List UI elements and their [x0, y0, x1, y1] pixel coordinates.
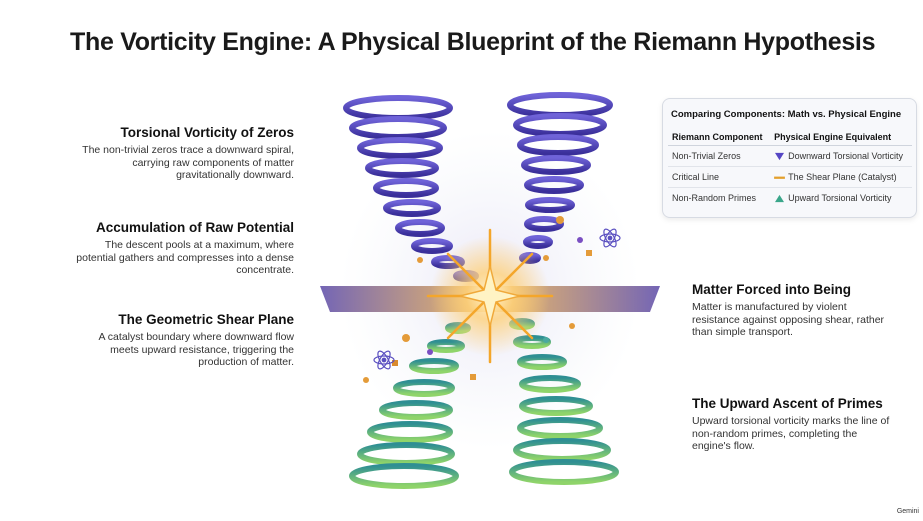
section-body: The descent pools at a maximum, where po… [76, 239, 294, 276]
downward-vortex-right [507, 92, 613, 264]
section-heading: Accumulation of Raw Potential [95, 220, 294, 235]
comparison-table-card: Comparing Components: Math vs. Physical … [662, 98, 917, 218]
column-header: Riemann Component [668, 129, 771, 146]
comparison-table: Riemann Component Physical Engine Equiva… [668, 129, 912, 208]
table-row: Non-Trivial Zeros Downward Torsional Vor… [668, 145, 912, 168]
section-heading: The Upward Ascent of Primes [692, 396, 883, 411]
down-triangle-icon [775, 153, 785, 161]
page-title: The Vorticity Engine: A Physical Bluepri… [70, 28, 876, 56]
shear-line-icon [774, 176, 786, 180]
section-body: Matter is manufactured by violent resist… [692, 301, 885, 338]
table-header-row: Riemann Component Physical Engine Equiva… [668, 129, 912, 146]
table-row: Critical Line The Shear Plane (Catalyst) [668, 166, 912, 189]
burst-star [459, 265, 521, 327]
atom-icon [373, 350, 395, 370]
brand-watermark: Gemini [896, 508, 919, 515]
physical-cell: Upward Torsional Vorticity [770, 188, 912, 209]
physical-label: The Shear Plane (Catalyst) [788, 172, 897, 183]
section-body: A catalyst boundary where downward flow … [98, 331, 294, 368]
section-accumulation: Accumulation of Raw Potential The descen… [70, 220, 294, 277]
section-heading: Torsional Vorticity of Zeros [120, 125, 294, 140]
particles [363, 216, 592, 383]
section-heading: Matter Forced into Being [692, 282, 852, 297]
section-heading: The Geometric Shear Plane [118, 312, 294, 327]
physical-label: Downward Torsional Vorticity [788, 151, 903, 161]
math-cell: Critical Line [668, 166, 771, 189]
burst-rays [426, 228, 554, 364]
physical-cell: Downward Torsional Vorticity [770, 145, 912, 168]
section-shear: The Geometric Shear Plane A catalyst bou… [70, 312, 294, 369]
vorticity-illustration [320, 92, 660, 489]
section-ascent: The Upward Ascent of Primes Upward torsi… [692, 396, 892, 453]
atom-icon [599, 228, 621, 248]
math-cell: Non-Random Primes [672, 193, 757, 204]
physical-label: Upward Torsional Vorticity [788, 193, 892, 204]
section-body: Upward torsional vorticity marks the lin… [692, 415, 890, 452]
column-header: Physical Engine Equivalent [770, 129, 912, 146]
up-triangle-icon [775, 195, 785, 203]
math-cell: Non-Trivial Zeros [668, 145, 771, 168]
physical-cell: The Shear Plane (Catalyst) [770, 166, 912, 189]
table-caption: Comparing Components: Math vs. Physical … [671, 109, 902, 120]
section-body: The non-trivial zeros trace a downward s… [82, 144, 294, 181]
section-matter: Matter Forced into Being Matter is manuf… [692, 282, 892, 339]
table-row: Non-Random Primes Upward Torsional Vorti… [668, 188, 912, 209]
section-torsional: Torsional Vorticity of Zeros The non-tri… [70, 125, 294, 182]
